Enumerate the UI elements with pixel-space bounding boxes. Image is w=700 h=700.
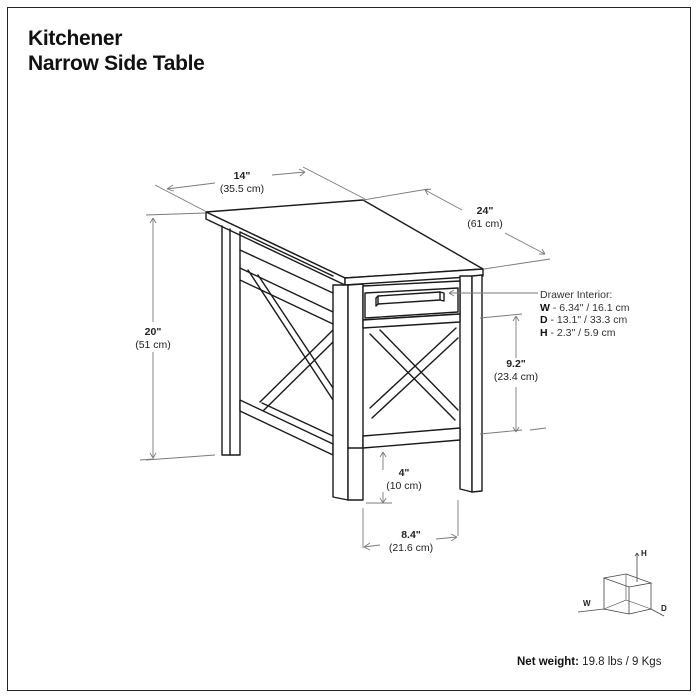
net-weight-value: 19.8 lbs / 9 Kgs [578,656,662,668]
depth-dimension-label: 24" (61 cm) [467,205,503,230]
left-side-x-brace [239,267,334,413]
diagram-frame [7,7,691,691]
dimension-lines [139,166,551,551]
lower-shelf-front [347,427,461,449]
axis-label-w: W [583,599,591,608]
front-x-brace [369,327,459,421]
front-left-leg [332,283,364,501]
height-dimension-label: 20" (51 cm) [135,326,171,351]
net-weight-label: Net weight: [517,656,579,668]
back-left-leg [221,225,241,456]
axis-cube-icon [577,552,665,617]
floor-clearance-dimension-label: 4" (10 cm) [386,467,422,492]
axis-label-h: H [641,549,647,558]
title-line-2: Narrow Side Table [28,52,205,75]
title-line-1: Kitchener [28,27,123,50]
page-title: Kitchener Narrow Side Table [28,26,205,76]
drawer-interior-width: W - 6.34" / 16.1 cm [540,301,630,314]
drawer-interior-height: H - 2.3" / 5.9 cm [540,326,616,339]
width-dimension-label: 14" (35.5 cm) [219,170,265,195]
drawer-interior-info: Drawer Interior: W - 6.34" / 16.1 cm D -… [540,289,630,339]
front-right-leg [459,274,483,493]
drawer-interior-depth: D - 13.1" / 33.3 cm [540,314,628,326]
lower-shelf-side [239,399,334,456]
leg-span-dimension-label: 8.4" (21.6 cm) [388,529,434,554]
drawer-handle [375,291,445,307]
axis-label-d: D [661,604,667,613]
net-weight: Net weight: 19.8 lbs / 9 Kgs [517,656,661,668]
drawer-interior-heading: Drawer Interior: [540,289,613,301]
shelf-gap-dimension-label: 9.2" (23.4 cm) [493,358,539,383]
